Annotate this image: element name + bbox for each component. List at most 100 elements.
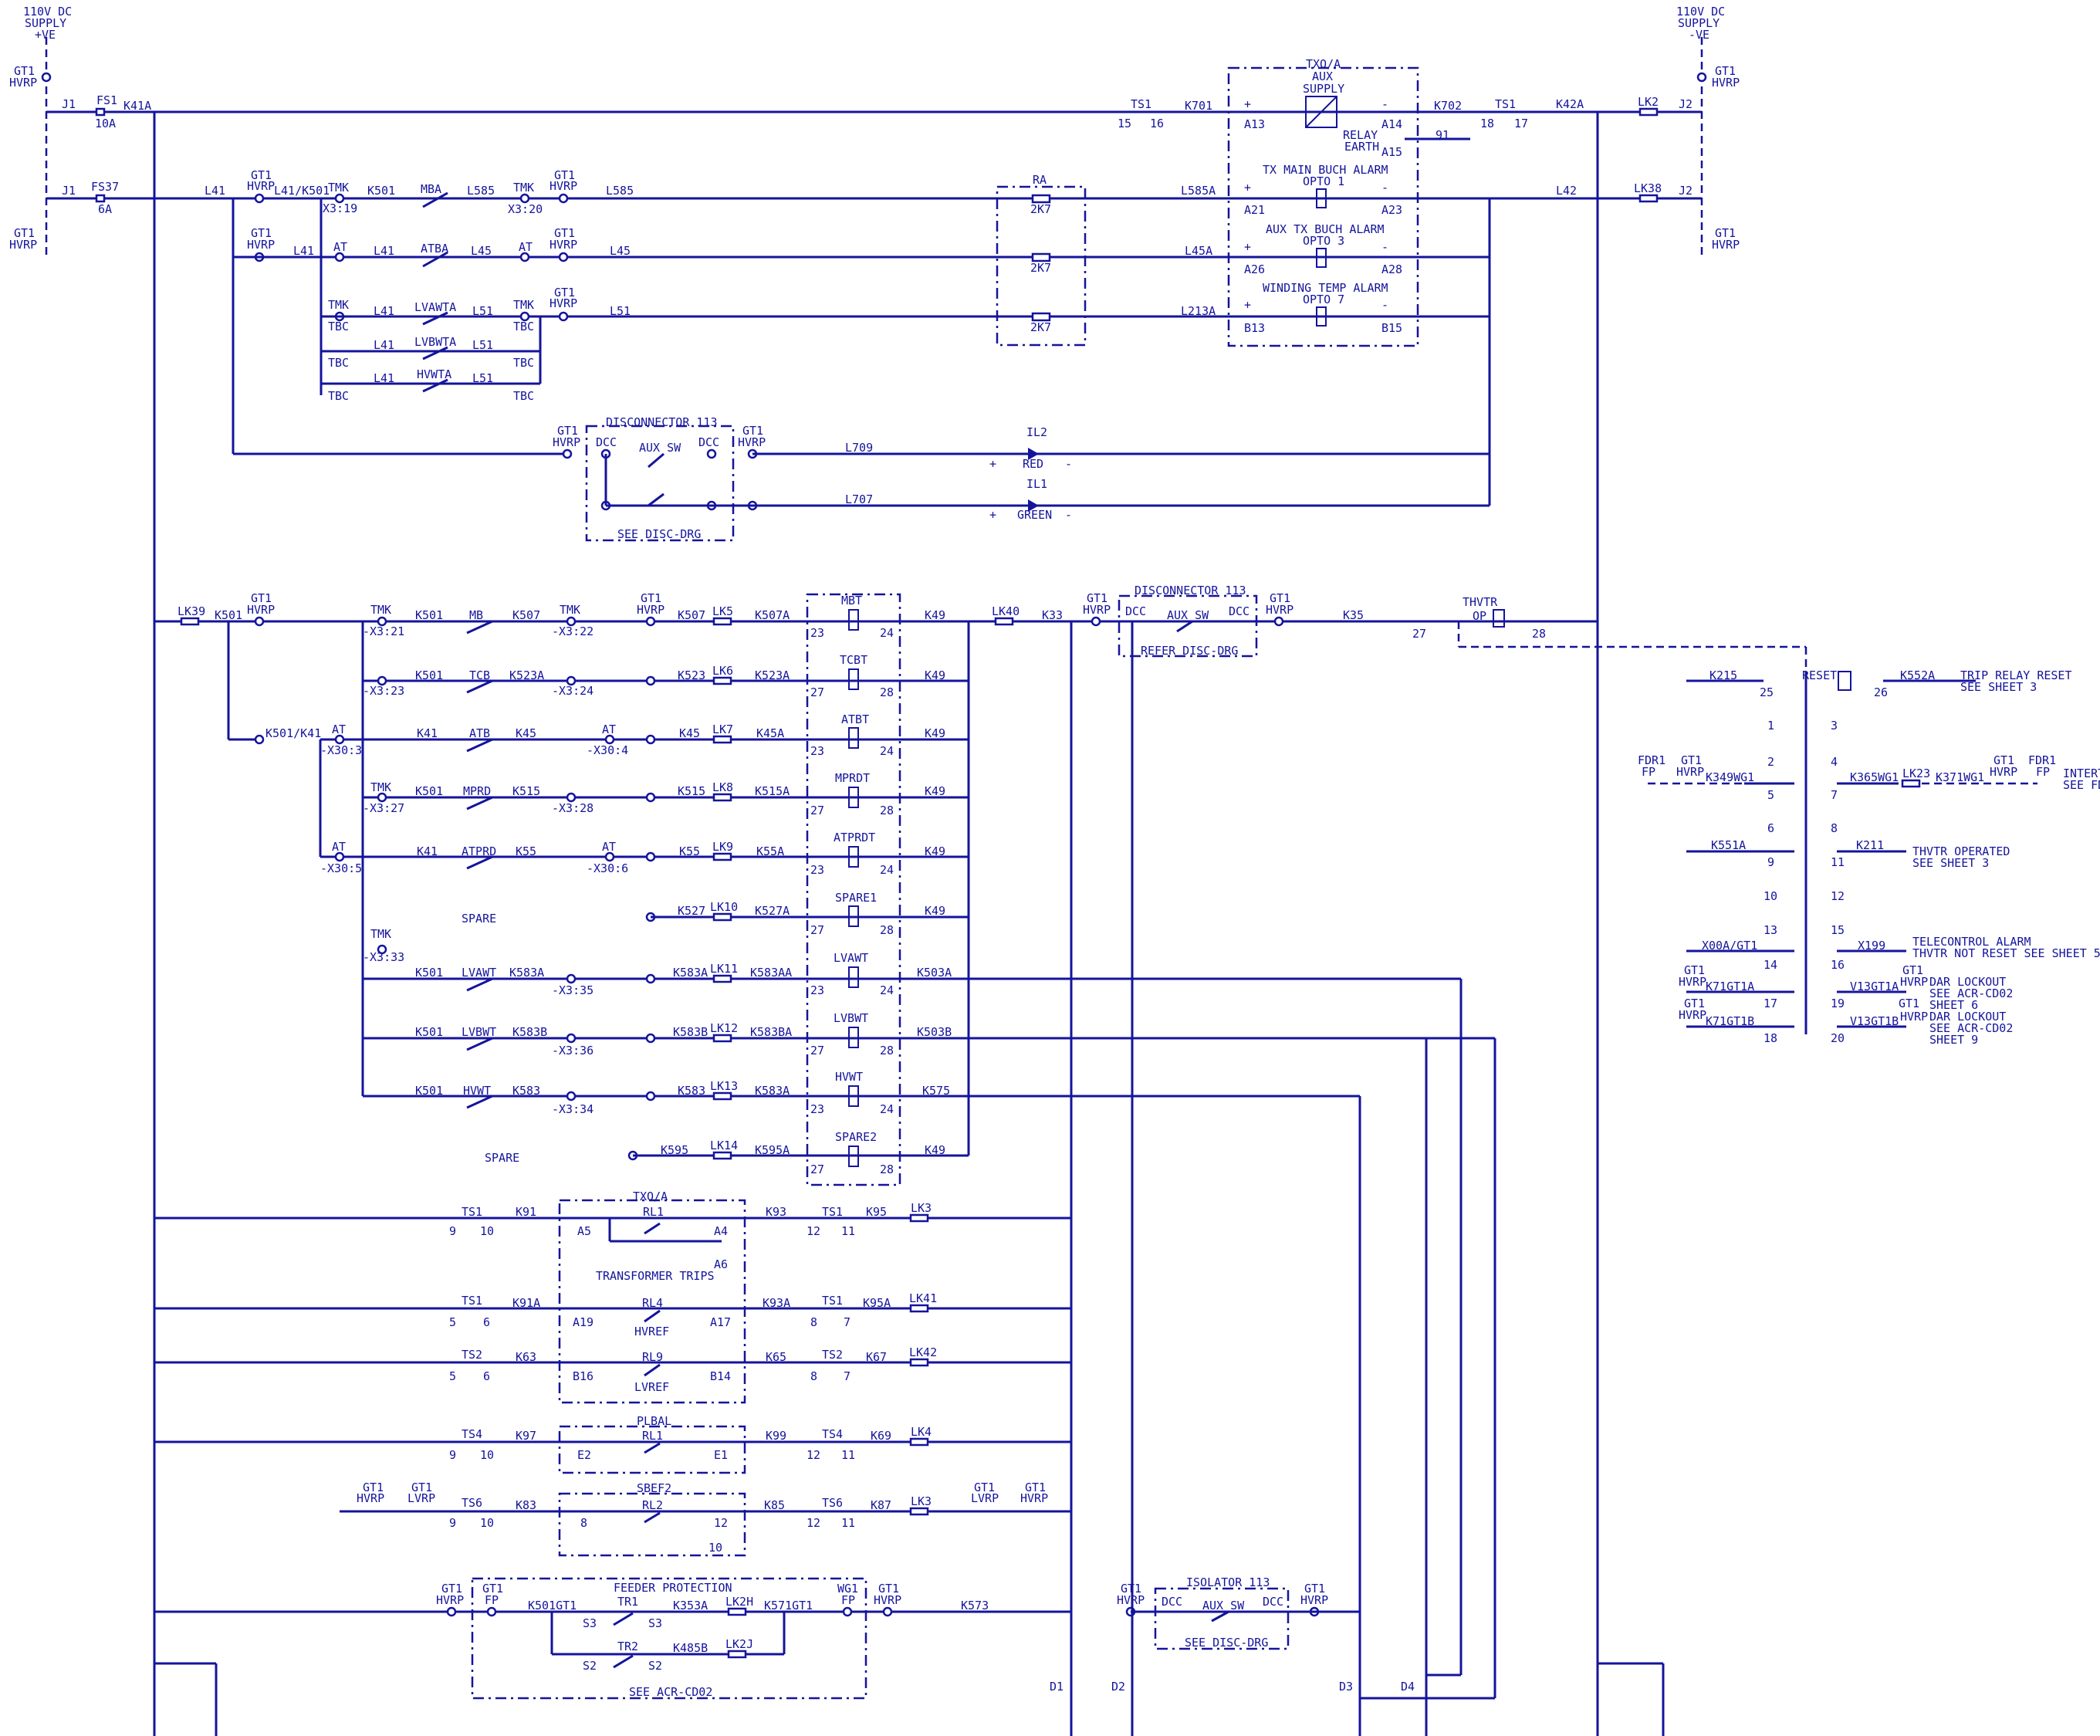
- svg-text:OPTO 7: OPTO 7: [1303, 293, 1344, 306]
- svg-text:SHEET 9: SHEET 9: [1929, 1033, 1978, 1047]
- svg-text:WINDING TEMP ALARM: WINDING TEMP ALARM: [1263, 281, 1388, 295]
- svg-text:K501: K501: [367, 184, 395, 198]
- svg-text:K523A: K523A: [509, 668, 544, 682]
- svg-text:SEE ACR-CD02: SEE ACR-CD02: [1929, 986, 2013, 1000]
- svg-text:TCBT: TCBT: [840, 653, 867, 667]
- svg-text:TCB: TCB: [469, 668, 490, 682]
- svg-text:HVRP: HVRP: [637, 603, 664, 617]
- svg-text:2K7: 2K7: [1030, 320, 1051, 334]
- svg-text:GT1: GT1: [1684, 963, 1705, 977]
- svg-text:LVREF: LVREF: [634, 1380, 669, 1394]
- svg-text:L709: L709: [845, 441, 873, 455]
- svg-text:D4: D4: [1401, 1680, 1415, 1694]
- svg-text:SPARE1: SPARE1: [835, 891, 877, 905]
- svg-text:K515: K515: [512, 784, 540, 798]
- svg-text:-X3:27: -X3:27: [363, 801, 404, 815]
- svg-text:X199: X199: [1858, 939, 1885, 953]
- svg-text:S3: S3: [583, 1616, 597, 1630]
- svg-text:HVRP: HVRP: [247, 603, 275, 617]
- svg-text:GT1: GT1: [554, 286, 575, 299]
- svg-text:27: 27: [810, 923, 824, 937]
- svg-text:K501: K501: [415, 668, 443, 682]
- svg-text:-: -: [1065, 508, 1072, 522]
- svg-text:OPTO 1: OPTO 1: [1303, 174, 1344, 188]
- svg-text:+: +: [1244, 298, 1251, 312]
- svg-text:K45A: K45A: [756, 726, 784, 740]
- svg-text:GT1: GT1: [878, 1582, 899, 1596]
- svg-text:THVTR: THVTR: [1463, 595, 1498, 609]
- svg-text:RA: RA: [1033, 173, 1047, 187]
- svg-text:10: 10: [480, 1224, 494, 1238]
- svg-text:FP: FP: [485, 1593, 499, 1607]
- svg-text:+: +: [989, 508, 996, 522]
- svg-text:K41A: K41A: [123, 99, 151, 113]
- svg-text:AT: AT: [332, 722, 346, 736]
- svg-text:AUX SW: AUX SW: [1167, 608, 1209, 622]
- svg-text:L41: L41: [374, 244, 394, 258]
- svg-text:27: 27: [810, 685, 824, 699]
- svg-text:ISOLATOR 113: ISOLATOR 113: [1186, 1575, 1270, 1589]
- svg-text:ATB: ATB: [469, 726, 490, 740]
- svg-text:17: 17: [1764, 997, 1777, 1010]
- svg-text:A13: A13: [1244, 117, 1265, 131]
- svg-text:FP: FP: [841, 1593, 855, 1607]
- svg-text:S3: S3: [648, 1616, 662, 1630]
- svg-text:K507: K507: [678, 608, 705, 622]
- svg-text:SEE ACR-CD02: SEE ACR-CD02: [1929, 1021, 2013, 1035]
- svg-text:L41: L41: [374, 304, 394, 318]
- svg-text:+: +: [989, 457, 996, 471]
- svg-text:K571GT1: K571GT1: [764, 1599, 813, 1612]
- svg-text:ATPRDT: ATPRDT: [834, 831, 875, 844]
- svg-text:B14: B14: [710, 1369, 731, 1383]
- svg-text:J1: J1: [62, 184, 76, 198]
- svg-text:GT1: GT1: [1684, 997, 1705, 1010]
- svg-text:HVRP: HVRP: [553, 435, 580, 449]
- svg-text:LVRP: LVRP: [971, 1491, 999, 1505]
- svg-text:SEE SHEET 3: SEE SHEET 3: [1912, 856, 1989, 870]
- svg-text:SEE DISC-DRG: SEE DISC-DRG: [1185, 1636, 1268, 1650]
- svg-text:K45: K45: [679, 726, 700, 740]
- svg-text:J2: J2: [1679, 97, 1693, 111]
- svg-text:HVRP: HVRP: [550, 238, 577, 252]
- svg-text:K583B: K583B: [512, 1025, 547, 1039]
- svg-text:L45A: L45A: [1185, 244, 1212, 258]
- svg-text:K95: K95: [866, 1205, 887, 1219]
- svg-text:TELECONTROL ALARM: TELECONTROL ALARM: [1912, 935, 2031, 949]
- svg-text:MBA: MBA: [421, 182, 441, 196]
- svg-text:RED: RED: [1023, 457, 1043, 471]
- svg-text:24: 24: [880, 626, 894, 640]
- svg-text:K97: K97: [516, 1429, 536, 1443]
- svg-text:K71GT1B: K71GT1B: [1706, 1014, 1754, 1028]
- svg-text:K45: K45: [516, 726, 536, 740]
- svg-text:OPTO 3: OPTO 3: [1303, 234, 1344, 248]
- svg-text:11: 11: [841, 1448, 855, 1462]
- svg-text:K85: K85: [764, 1498, 785, 1512]
- svg-text:TBC: TBC: [328, 320, 349, 333]
- svg-text:18: 18: [1480, 117, 1494, 130]
- svg-text:S2: S2: [648, 1659, 662, 1673]
- svg-text:B16: B16: [573, 1369, 593, 1383]
- svg-text:X00A/GT1: X00A/GT1: [1702, 939, 1757, 953]
- svg-text:18: 18: [1764, 1031, 1777, 1045]
- svg-text:A17: A17: [710, 1315, 731, 1329]
- svg-text:A26: A26: [1244, 262, 1265, 276]
- svg-text:TS6: TS6: [462, 1496, 482, 1510]
- ra-resistor-box: RA 2K7 2K7 2K7: [996, 173, 1087, 347]
- svg-text:-: -: [1065, 457, 1072, 471]
- svg-text:7: 7: [844, 1369, 850, 1383]
- svg-text:K67: K67: [866, 1350, 887, 1364]
- svg-text:K583B: K583B: [673, 1025, 708, 1039]
- svg-text:J1: J1: [62, 97, 76, 111]
- svg-text:K49: K49: [925, 726, 945, 740]
- svg-text:SPARE2: SPARE2: [835, 1130, 877, 1144]
- svg-text:110V DC: 110V DC: [23, 5, 72, 19]
- svg-text:TMK: TMK: [370, 603, 391, 617]
- svg-text:24: 24: [880, 1102, 894, 1116]
- svg-text:K93: K93: [766, 1205, 786, 1219]
- svg-text:GT1: GT1: [251, 168, 272, 182]
- svg-text:LK3: LK3: [911, 1201, 932, 1215]
- svg-text:HVRP: HVRP: [247, 179, 275, 193]
- svg-text:IL1: IL1: [1026, 477, 1047, 491]
- svg-text:-X30:3: -X30:3: [320, 743, 362, 757]
